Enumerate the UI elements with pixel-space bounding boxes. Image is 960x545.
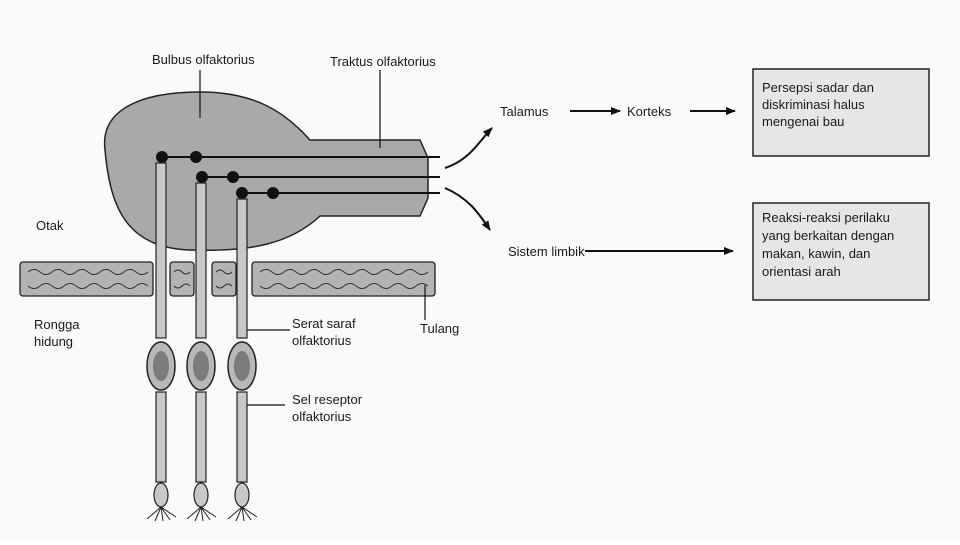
label-tulang: Tulang <box>420 321 459 336</box>
label-traktus: Traktus olfaktorius <box>330 54 436 69</box>
label-sistem-limbik: Sistem limbik <box>508 244 585 259</box>
label-rongga-2: hidung <box>34 334 73 349</box>
label-serat-2: olfaktorius <box>292 333 352 348</box>
label-rongga-1: Rongga <box>34 317 80 332</box>
label-bulbus: Bulbus olfaktorius <box>152 52 255 67</box>
label-sel-1: Sel reseptor <box>292 392 363 407</box>
reaksi-line-2: yang berkaitan dengan <box>762 228 894 243</box>
bone-plate <box>20 262 435 296</box>
label-sel-2: olfaktorius <box>292 409 352 424</box>
label-korteks: Korteks <box>627 104 672 119</box>
reaksi-line-4: orientasi arah <box>762 264 841 279</box>
persepsi-line-3: mengenai bau <box>762 114 844 129</box>
label-talamus: Talamus <box>500 104 549 119</box>
label-serat-1: Serat saraf <box>292 316 356 331</box>
reaksi-line-1: Reaksi-reaksi perilaku <box>762 210 890 225</box>
reaksi-line-3: makan, kawin, dan <box>762 246 870 261</box>
receptor-neurons <box>147 163 257 521</box>
persepsi-line-1: Persepsi sadar dan <box>762 80 874 95</box>
arrow-to-limbik <box>445 188 490 230</box>
arrow-to-talamus <box>445 128 492 168</box>
label-otak: Otak <box>36 218 64 233</box>
persepsi-line-2: diskriminasi halus <box>762 97 865 112</box>
